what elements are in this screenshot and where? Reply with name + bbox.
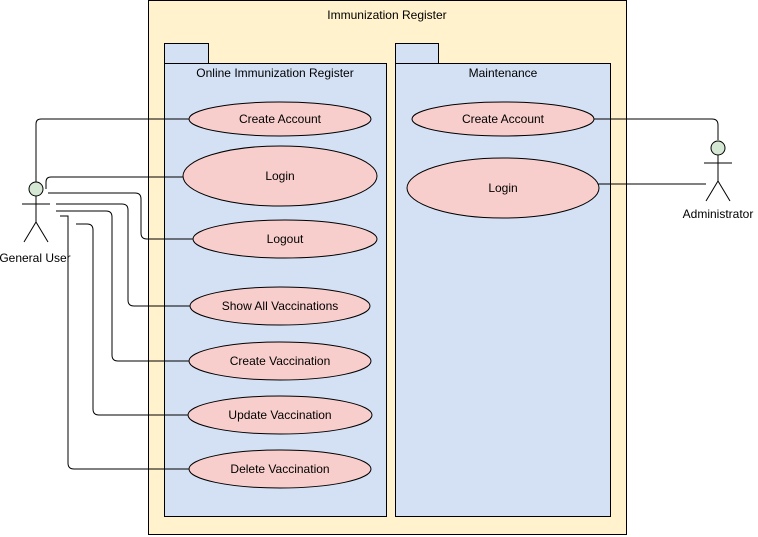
package-online-title: Online Immunization Register (196, 66, 353, 80)
assoc-user-update-vacc (76, 223, 189, 416)
use-case-update-vaccination-label: Update Vaccination (228, 408, 331, 422)
actor-administrator-head (710, 140, 726, 156)
package-maintenance: Maintenance (395, 43, 611, 517)
package-online-tab (164, 43, 209, 64)
assoc-user-delete-vacc (60, 215, 190, 470)
use-case-maint-create-account-label: Create Account (462, 112, 545, 126)
use-case-delete-vaccination[interactable]: Delete Vaccination (188, 449, 372, 489)
use-case-create-account-label: Create Account (239, 112, 322, 126)
assoc-user-login (45, 176, 183, 189)
package-maintenance-tab (395, 43, 439, 64)
use-case-delete-vaccination-label: Delete Vaccination (230, 462, 329, 476)
use-case-create-vaccination[interactable]: Create Vaccination (188, 341, 372, 381)
actor-general-user-head (28, 181, 44, 197)
use-case-show-all-vaccinations[interactable]: Show All Vaccinations (189, 286, 371, 326)
use-case-show-all-vaccinations-label: Show All Vaccinations (222, 299, 339, 313)
system-title: Immunization Register (327, 8, 446, 22)
use-case-maint-login-label: Login (488, 181, 517, 195)
associations (35, 118, 719, 470)
use-case-create-account[interactable]: Create Account (188, 101, 372, 137)
use-case-logout-label: Logout (267, 232, 304, 246)
use-case-login[interactable]: Login (182, 145, 378, 207)
actor-general-user[interactable] (22, 181, 50, 243)
assoc-user-show-all (56, 203, 191, 307)
use-case-login-label: Login (265, 169, 294, 183)
package-maintenance-body (395, 63, 611, 517)
actor-administrator[interactable] (704, 140, 732, 202)
assoc-user-create-account (35, 118, 190, 182)
use-case-maint-create-account[interactable]: Create Account (411, 101, 595, 137)
use-case-create-vaccination-label: Create Vaccination (230, 354, 331, 368)
assoc-admin-create-account (593, 118, 719, 140)
use-case-logout[interactable]: Logout (192, 219, 378, 259)
actor-administrator-label: Administrator (683, 207, 754, 221)
use-case-update-vaccination[interactable]: Update Vaccination (187, 395, 373, 435)
use-case-maint-login[interactable]: Login (406, 157, 600, 219)
actor-general-user-label: General User (0, 251, 71, 265)
assoc-user-logout (48, 192, 193, 240)
assoc-user-create-vacc (56, 210, 190, 362)
package-maintenance-title: Maintenance (469, 66, 538, 80)
